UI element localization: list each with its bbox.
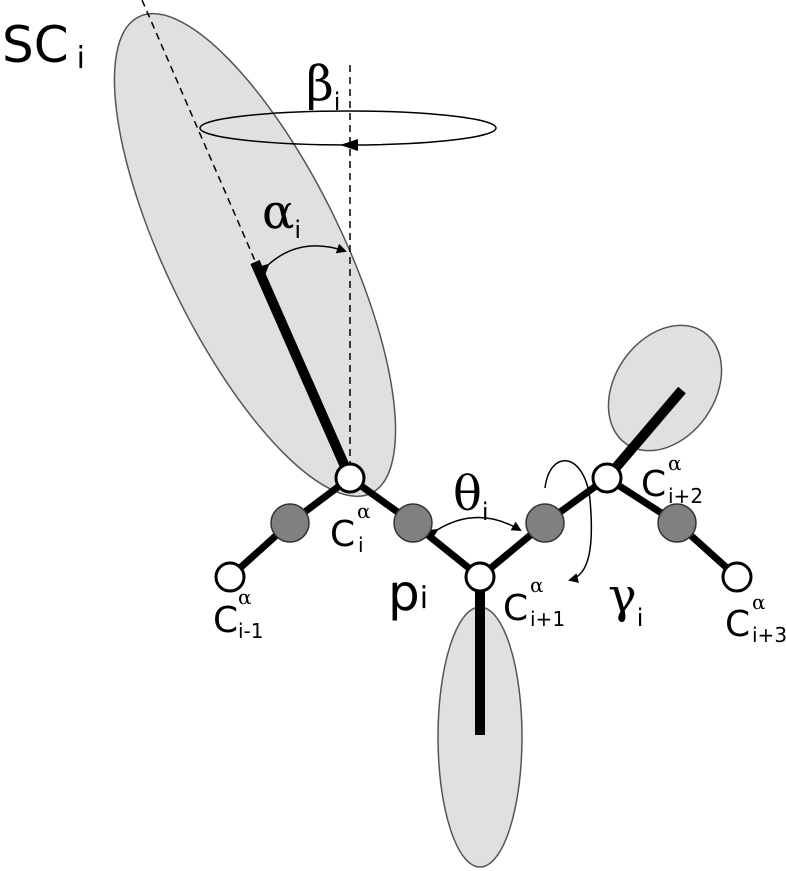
calpha-atom-i-minus-1 xyxy=(214,561,246,593)
side-chain-ellipsoid-i-plus-2 xyxy=(607,324,723,452)
calpha-atom-i xyxy=(334,462,366,494)
calpha-atom-i-plus-1 xyxy=(464,561,496,593)
label-alpha: αi xyxy=(262,184,301,244)
svg-text:C: C xyxy=(213,600,238,641)
svg-text:α: α xyxy=(752,590,766,614)
label-theta: θi xyxy=(453,466,489,526)
calpha-atom-i-plus-2 xyxy=(591,462,623,494)
svg-text:α: α xyxy=(357,499,371,523)
label-calpha-i-minus-1: C α i-1 xyxy=(213,585,264,643)
peptide-atom xyxy=(393,503,433,543)
svg-text:α: α xyxy=(238,585,252,609)
svg-text:C: C xyxy=(725,604,750,645)
svg-text:C: C xyxy=(330,514,355,555)
peptide-atom xyxy=(270,503,310,543)
svg-text:i: i xyxy=(358,533,364,557)
svg-text:α: α xyxy=(530,573,544,597)
label-gamma: γi xyxy=(608,568,643,632)
label-calpha-i-plus-1: C α i+1 xyxy=(503,573,565,631)
svg-text:i+2: i+2 xyxy=(668,484,703,508)
svg-text:i+3: i+3 xyxy=(752,623,786,647)
side-chain-bond-i-plus-2 xyxy=(603,386,686,482)
svg-text:C: C xyxy=(641,464,666,505)
svg-text:i-1: i-1 xyxy=(238,619,264,643)
beta-rotation-arrowhead xyxy=(340,139,358,151)
theta-angle-arc xyxy=(427,516,522,539)
peptide-atom xyxy=(525,503,565,543)
label-beta: βi xyxy=(306,56,340,116)
svg-text:α: α xyxy=(668,451,682,475)
svg-text:C: C xyxy=(503,588,528,629)
label-peptide: pi xyxy=(388,564,428,622)
alpha-angle-arc xyxy=(258,243,347,275)
calpha-atom-i-plus-3 xyxy=(721,561,753,593)
svg-text:i+1: i+1 xyxy=(530,607,565,631)
label-calpha-i-plus-2: C α i+2 xyxy=(641,451,703,508)
side-chain-bond-i xyxy=(250,259,355,481)
gamma-torsion-arrow xyxy=(544,460,593,583)
label-calpha-i-plus-3: C α i+3 xyxy=(725,590,786,647)
label-calpha-i: C α i xyxy=(330,499,371,557)
peptide-atom xyxy=(657,503,697,543)
